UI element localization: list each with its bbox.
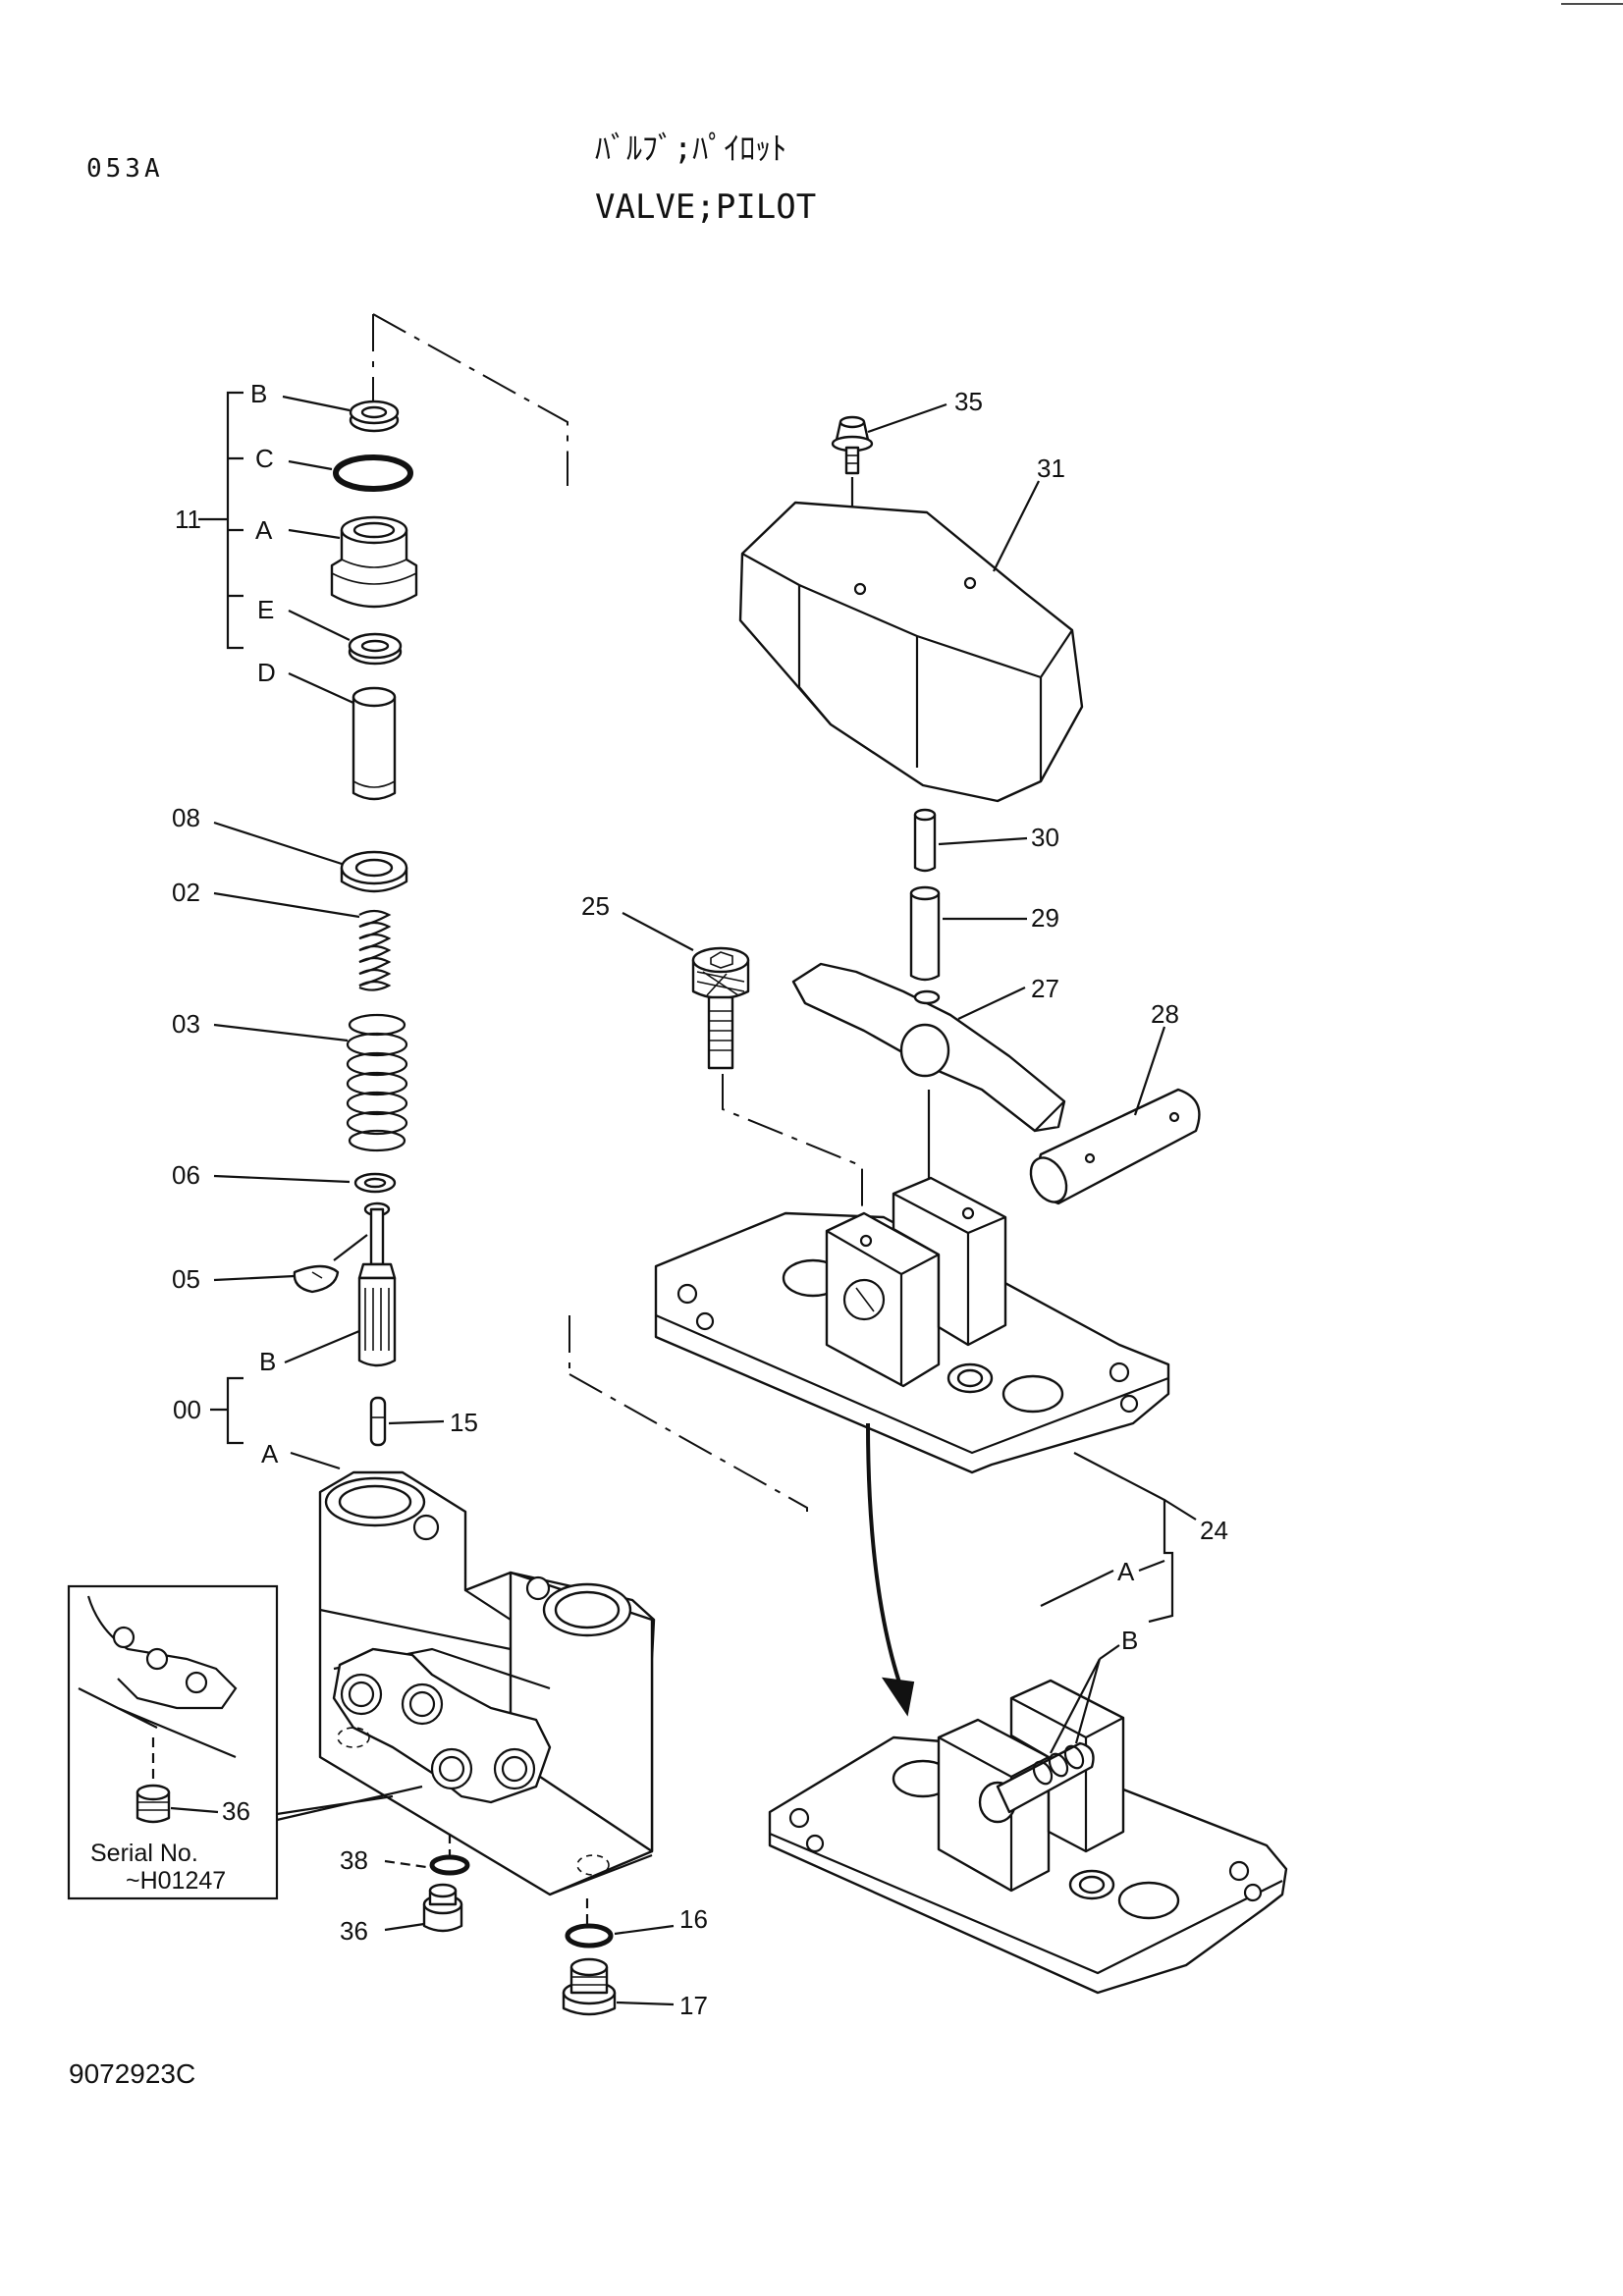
callout-c: C [255,444,274,473]
serial-range: ~H01247 [126,1867,226,1895]
callout-30: 30 [1031,823,1059,852]
bracket-11 [198,391,243,650]
outer-spring-03 [346,1013,408,1152]
plate-24 [654,1176,1170,1474]
cap-screw-25 [691,946,750,1070]
drawing-number: 9072923C [69,2058,195,2089]
callout-35: 35 [954,387,983,416]
bracket-00 [210,1376,243,1445]
callout-38: 38 [340,1845,368,1875]
inset-callout-36: 36 [222,1796,250,1826]
callout-31: 31 [1037,454,1065,483]
pin-d [352,686,397,801]
washer-e [348,632,403,666]
title-japanese: ﾊﾞﾙﾌﾞ;ﾊﾟｲﾛｯﾄ [595,130,786,167]
washer-06 [353,1172,397,1194]
spring-seat-08 [340,850,408,893]
serial-inset: 36 Serial No. ~H01247 [67,1584,279,1900]
o-ring-38 [429,1854,470,1876]
callout-27: 27 [1031,974,1059,1003]
callout-e: E [257,595,274,624]
callout-02: 02 [172,878,200,907]
callout-a-top: A [255,515,273,545]
callout-17: 17 [679,1991,708,2020]
callout-a-right: A [1117,1557,1135,1586]
callout-b-top: B [250,379,267,408]
o-ring-c [333,454,413,492]
callout-05: 05 [172,1264,200,1294]
bushing-a [330,515,418,609]
callout-36: 36 [340,1916,368,1946]
sleeve-30 [913,808,937,873]
callout-03: 03 [172,1009,200,1039]
spool [357,1201,397,1367]
washer-b-top [349,400,400,433]
callout-24: 24 [1200,1516,1228,1545]
callout-16: 16 [679,1904,708,1934]
top-leader-line [372,313,568,486]
plug-36 [422,1883,463,1933]
cover-31 [738,501,1084,803]
inner-spring-02 [358,909,392,993]
callout-11: 11 [175,505,201,534]
serial-label: Serial No. [90,1840,198,1867]
pin-28 [1029,1088,1201,1205]
bolt-35 [831,415,874,475]
page-code: 053A [86,154,164,184]
callout-a-mid: A [261,1439,279,1468]
clip-05 [293,1264,340,1294]
callout-00: 00 [173,1395,201,1424]
bracket-24 [1073,1452,1174,1624]
callout-b-mid: B [259,1347,276,1376]
callout-15: 15 [450,1408,478,1437]
title-english: VALVE;PILOT [595,187,816,227]
callout-28: 28 [1151,999,1179,1029]
sleeve-29 [909,885,941,982]
assembly-arrowhead [881,1677,915,1717]
assembly-arrow [866,1422,903,1689]
lever-27 [791,962,1066,1133]
callout-b-right: B [1121,1626,1138,1655]
callout-06: 06 [172,1160,200,1190]
callout-25: 25 [581,891,610,921]
plate-24-assembled [768,1679,1288,1995]
callout-d: D [257,658,276,687]
callout-29: 29 [1031,903,1059,933]
pin-15 [369,1396,387,1447]
valve-body [318,1470,656,1896]
plug-17 [562,1957,617,2016]
callout-08: 08 [172,803,200,832]
o-ring-16 [565,1923,614,1949]
